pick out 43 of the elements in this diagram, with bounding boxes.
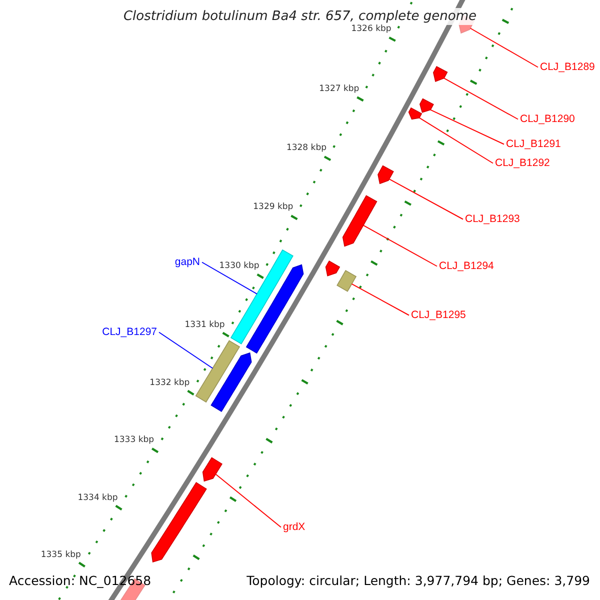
gene-feature [408,107,422,120]
tick-label: 1332 kbp [150,378,190,388]
gene-label: CLJ_B1290 [520,114,575,124]
leader-line [388,178,464,220]
gene-feature [202,457,223,482]
gene-feature [210,352,252,412]
gene-label: CLJ_B1291 [506,139,561,150]
gene-label: CLJ_B1294 [439,261,494,272]
gene-label: CLJ_B1293 [465,214,520,224]
gene-label: grdX [283,522,306,532]
gene-label: CLJ_B1297 [102,327,157,338]
tick-label: 1330 kbp [219,262,260,271]
leader-line [215,474,282,528]
leader-line [362,224,438,267]
gene-feature [419,98,434,113]
leader-line [430,109,504,145]
gene-label: gapN [174,257,200,268]
tick-label: 1334 kbp [78,494,118,502]
tick-label: 1327 kbp [319,84,360,94]
gene-label: CLJ_B1295 [411,310,466,320]
gene-label: CLJ_B1292 [495,158,550,168]
gene-feature [325,260,340,276]
leader-line [158,332,214,369]
tick-label: 1333 kbp [114,436,154,445]
genome-info-text: Topology: circular; Length: 3,977,794 bp; Genes: 3,799 [246,575,590,588]
tick-label: 1328 kbp [286,144,327,153]
gene-feature [342,195,378,247]
tick-label: 1331 kbp [184,320,225,330]
gene-feature [195,340,240,403]
leader-line [470,28,538,68]
tick-label: 1335 kbp [40,550,81,560]
leader-line [351,283,410,316]
leader-line [202,262,258,294]
gene-feature [432,66,448,82]
tick-label: 1326 kbp [351,25,392,34]
accession-text: Accession: NC_012658 [9,575,152,588]
gene-label: CLJ_B1289 [540,62,595,72]
tick-label: 1329 kbp [253,203,294,212]
leader-line [418,117,494,164]
leader-line [444,78,518,120]
gene-feature [378,165,394,184]
gene-feature [151,482,207,562]
gene-feature [336,270,357,292]
